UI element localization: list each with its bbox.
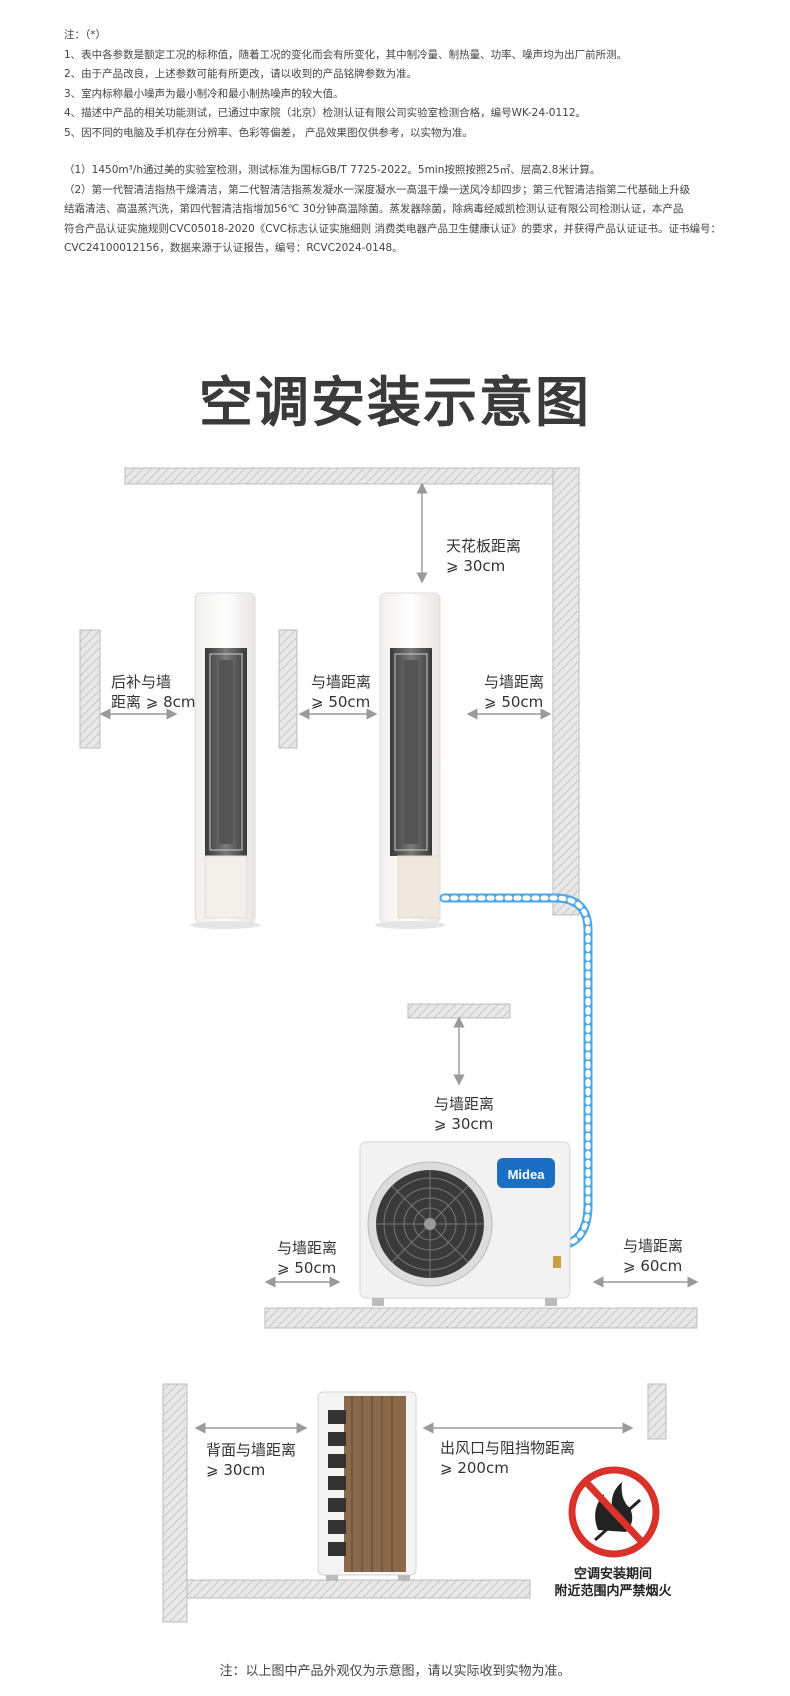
note-line: 4、描述中产品的相关功能测试，已通过中家院（北京）检测认证有限公司实验室检测合格… bbox=[64, 107, 587, 119]
note-line: 注：（*） bbox=[64, 29, 106, 41]
outlet-clearance-label: 出风口与阻挡物距离 ⩾ 200cm bbox=[440, 1439, 576, 1477]
detail-line: （1）1450m³/h通过美的实验室检测，测试标准为国标GB/T 7725-20… bbox=[64, 164, 601, 176]
indoor-unit-left bbox=[190, 592, 260, 929]
wall-slab bbox=[407, 1003, 511, 1019]
back-clearance-label: 背面与墙距离 ⩾ 30cm bbox=[206, 1441, 297, 1479]
footer-note: 注：以上图中产品外观仅为示意图，请以实际收到实物为准。 bbox=[219, 1664, 571, 1679]
between-clearance-label: 与墙距离 ⩾ 50cm bbox=[311, 673, 372, 711]
ground-slab bbox=[264, 1307, 698, 1329]
note-line: 2、由于产品改良，上述参数可能有所更改，请以收到的产品铭牌参数为准。 bbox=[64, 68, 418, 80]
brand-logo: Midea bbox=[508, 1167, 546, 1182]
detail-line: 结霜清洁、高温蒸汽洗，第四代智清洁指增加56℃ 30分钟高温除菌。蒸发器除菌，除… bbox=[64, 203, 684, 215]
room-wall bbox=[79, 467, 580, 916]
side-view-walls bbox=[162, 1383, 667, 1623]
detail-line: 符合产品认证实施规则CVC05018-2020《CVC标志认证实施细则 消费类电… bbox=[64, 222, 721, 235]
notes-block: 注：（*） 1、表中各参数是额定工况的标称值，随着工况的变化而会有所变化，其中制… bbox=[64, 26, 764, 259]
outdoor-unit: Midea bbox=[359, 1141, 571, 1306]
no-fire-warning: 空调安装期间 附近范围内严禁烟火 bbox=[554, 1567, 672, 1599]
outdoor-left-clearance-label: 与墙距离 ⩾ 50cm bbox=[277, 1239, 338, 1277]
detail-line: CVC24100012156，数据来源于认证报告，编号：RCVC2024-014… bbox=[64, 242, 403, 254]
ceiling-clearance-label: 天花板距离 ⩾ 30cm bbox=[446, 537, 522, 575]
rear-clearance-label: 后补与墙 距离 ⩾ 8cm bbox=[111, 673, 196, 711]
clearance-arrows bbox=[99, 482, 552, 720]
right-clearance-label: 与墙距离 ⩾ 50cm bbox=[484, 673, 545, 711]
detail-line: （2）第一代智清洁指热干燥清洁，第二代智清洁指蒸发凝水一深度凝水一高温干燥一送风… bbox=[64, 183, 691, 196]
note-line: 3、室内标称最小噪声为最小制冷和最小制热噪声的较大值。 bbox=[64, 87, 344, 100]
outdoor-top-clearance-label: 与墙距离 ⩾ 30cm bbox=[434, 1095, 495, 1133]
diagram-title: 空调安装示意图 bbox=[199, 371, 591, 434]
outdoor-right-clearance-label: 与墙距离 ⩾ 60cm bbox=[623, 1237, 684, 1275]
note-line: 1、表中各参数是额定工况的标称值，随着工况的变化而会有所变化，其中制冷量、制热量… bbox=[64, 48, 628, 61]
note-line: 5、因不同的电脑及手机存在分辨率、色彩等偏差， 产品效果图仅供参考，以实物为准。 bbox=[64, 126, 474, 139]
indoor-unit-right bbox=[375, 592, 445, 929]
outdoor-unit-side bbox=[317, 1391, 417, 1581]
no-fire-icon bbox=[568, 1466, 660, 1558]
